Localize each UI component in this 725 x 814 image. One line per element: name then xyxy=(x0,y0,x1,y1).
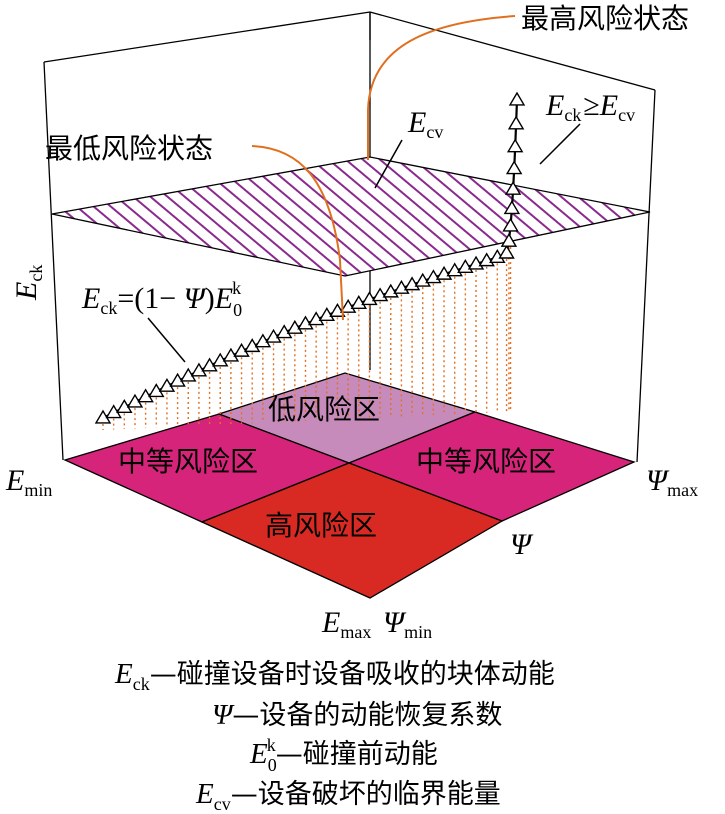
curve-marker xyxy=(286,319,304,334)
box-front-edges xyxy=(43,12,656,463)
legend-line-4: Ecv—设备破坏的临界能量 xyxy=(195,778,501,814)
curve-marker xyxy=(500,232,518,247)
curve-marker xyxy=(275,324,293,339)
legend-line-1: Eck—碰撞设备时设备吸收的块体动能 xyxy=(114,658,555,694)
curve-marker xyxy=(307,311,325,326)
emin-label: Emin xyxy=(5,464,52,500)
curve-marker xyxy=(297,315,314,330)
highest-risk-leader xyxy=(367,15,516,160)
projection-lines xyxy=(102,232,512,430)
legend-line-3: E0k—碰撞前动能 xyxy=(249,735,438,775)
lowest-risk-label: 最低风险状态 xyxy=(45,132,213,165)
label-pointers xyxy=(147,123,581,363)
ecv-pointer xyxy=(374,139,403,189)
curve-marker xyxy=(508,91,526,106)
curve-marker xyxy=(350,294,368,309)
curve-marker xyxy=(265,328,282,343)
curve-marker xyxy=(243,338,261,353)
curve-markers xyxy=(94,91,526,424)
curve-marker xyxy=(507,115,525,130)
equation-pointer xyxy=(147,317,186,363)
lowest-risk-leader xyxy=(251,145,344,321)
leader-lines xyxy=(251,15,516,321)
medium-risk-zone-right-label: 中等风险区 xyxy=(416,445,556,478)
psi-axis-label: Ψ xyxy=(510,528,534,561)
curve-marker xyxy=(254,333,272,348)
ecv-label: Ecv xyxy=(407,106,443,142)
legend-line-2: Ψ—设备的动能恢复系数 xyxy=(212,699,502,731)
curve-marker xyxy=(504,180,522,195)
curve-marker xyxy=(339,298,357,313)
psimin-label: Ψmin xyxy=(383,606,432,642)
curve-marker xyxy=(503,200,521,215)
curve-marker xyxy=(233,342,250,357)
eck-axis-label: Eck xyxy=(10,265,46,301)
medium-risk-zone-left-label: 中等风险区 xyxy=(118,445,258,478)
legend: Eck—碰撞设备时设备吸收的块体动能 Ψ—设备的动能恢复系数 E0k—碰撞前动能… xyxy=(114,658,555,814)
psimax-label: Ψmax xyxy=(646,464,698,500)
critical-energy-plane xyxy=(51,156,651,277)
highest-risk-label: 最高风险状态 xyxy=(521,2,689,35)
ge-pointer xyxy=(539,123,581,165)
low-risk-zone-label: 低风险区 xyxy=(268,393,380,426)
curve-marker xyxy=(506,138,524,153)
curve-marker xyxy=(318,307,336,322)
curve-marker xyxy=(505,160,523,175)
curve-marker xyxy=(371,287,389,302)
curve-marker xyxy=(498,244,515,259)
curve-marker xyxy=(222,347,240,362)
risk-zone-floor xyxy=(63,372,636,599)
equation-label: Eck=(1− Ψ)E0k xyxy=(81,278,242,320)
curve-marker xyxy=(361,291,378,306)
high-risk-zone-label: 高风险区 xyxy=(265,509,377,542)
emax-label: Emax xyxy=(321,606,371,642)
high-risk-zone xyxy=(200,462,504,599)
ge-label: Eck≥Ecv xyxy=(545,89,635,125)
curve-marker xyxy=(502,217,519,232)
curve-marker xyxy=(329,302,346,317)
